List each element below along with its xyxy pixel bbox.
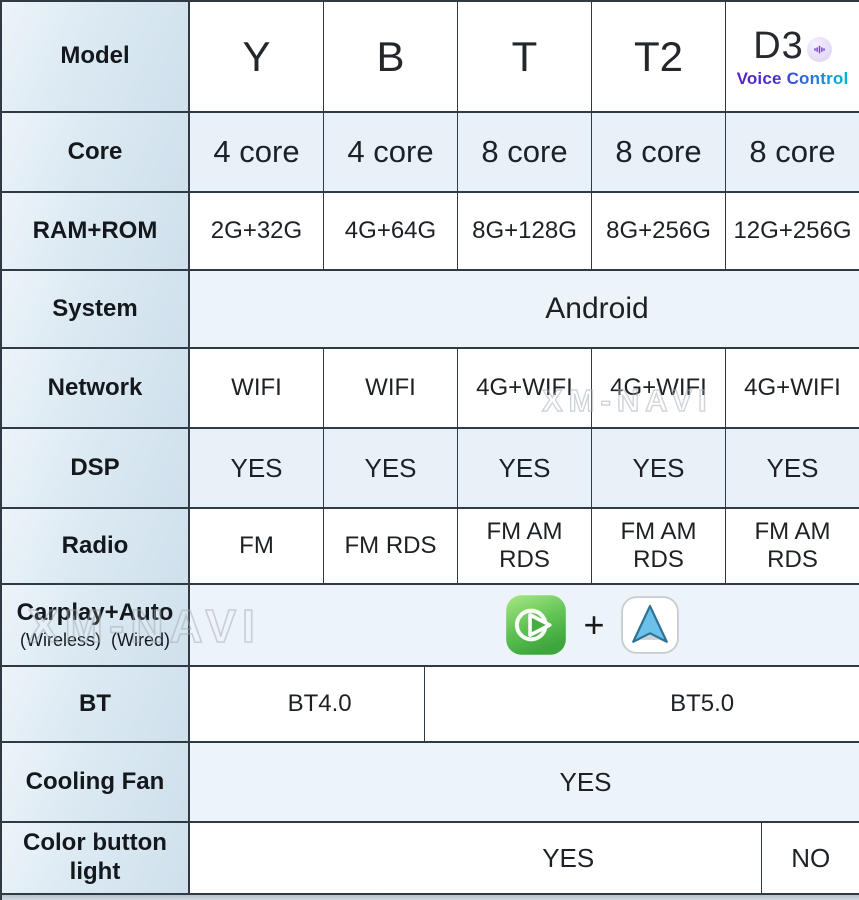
dsp-t: YES <box>457 429 591 507</box>
ram-d3: 12G+256G <box>725 193 859 269</box>
carplay-auto-sublabel: (Wireless) (Wired) <box>20 629 170 650</box>
row-label-system: System <box>2 271 190 347</box>
row-label-cooling-fan: Cooling Fan <box>2 743 190 821</box>
bt-value-left: BT4.0 <box>190 667 425 741</box>
network-t2: 4G+WIFI <box>591 349 725 427</box>
row-carplay-auto: Carplay+Auto (Wireless) (Wired) + <box>2 585 859 667</box>
radio-y: FM <box>190 509 323 583</box>
row-network: Network WIFI WIFI 4G+WIFI 4G+WIFI 4G+WIF… <box>2 349 859 429</box>
core-t: 8 core <box>457 113 591 191</box>
table-bottom-edge <box>2 895 859 900</box>
core-d3: 8 core <box>725 113 859 191</box>
ram-y: 2G+32G <box>190 193 323 269</box>
network-b: WIFI <box>323 349 457 427</box>
dsp-b: YES <box>323 429 457 507</box>
row-color-button-light: Color button light YES NO <box>2 823 859 895</box>
plus-sign: + <box>583 604 605 645</box>
android-auto-app-icon <box>620 596 679 654</box>
model-column-t: T <box>457 2 591 111</box>
row-model: Model Y B T T2 D3 <box>2 2 859 113</box>
color-button-light-left: YES <box>190 823 762 893</box>
dsp-y: YES <box>190 429 323 507</box>
core-t2: 8 core <box>591 113 725 191</box>
d3-title: D3 <box>753 25 832 68</box>
color-button-light-right: NO <box>761 823 859 893</box>
network-t: 4G+WIFI <box>457 349 591 427</box>
row-radio: Radio FM FM RDS FM AM RDS FM AM RDS FM A… <box>2 509 859 585</box>
row-system: System Android <box>2 271 859 349</box>
ram-t: 8G+128G <box>457 193 591 269</box>
network-d3: 4G+WIFI <box>725 349 859 427</box>
network-y: WIFI <box>190 349 323 427</box>
voice-control-tagline: Voice Control <box>736 68 849 88</box>
model-column-t2: T2 <box>591 2 725 111</box>
row-label-color-button-light: Color button light <box>2 823 190 893</box>
core-y: 4 core <box>190 113 323 191</box>
row-ram-rom: RAM+ROM 2G+32G 4G+64G 8G+128G 8G+256G 12… <box>2 193 859 271</box>
model-column-b: B <box>323 2 457 111</box>
row-core: Core 4 core 4 core 8 core 8 core 8 core <box>2 113 859 193</box>
carplay-app-icon <box>506 595 567 655</box>
ram-b: 4G+64G <box>323 193 457 269</box>
row-label-dsp: DSP <box>2 429 190 507</box>
radio-t2: FM AM RDS <box>591 509 725 583</box>
dsp-t2: YES <box>591 429 725 507</box>
ram-t2: 8G+256G <box>591 193 725 269</box>
cooling-fan-value: YES <box>190 743 859 821</box>
row-label-carplay-auto: Carplay+Auto (Wireless) (Wired) <box>2 585 190 665</box>
radio-b: FM RDS <box>323 509 457 583</box>
row-label-ram-rom: RAM+ROM <box>2 193 190 269</box>
carplay-auto-value: + <box>190 585 859 665</box>
row-label-model: Model <box>2 2 190 111</box>
row-label-bt: BT <box>2 667 190 741</box>
row-bt: BT BT4.0 BT5.0 <box>2 667 859 743</box>
dsp-d3: YES <box>725 429 859 507</box>
row-label-radio: Radio <box>2 509 190 583</box>
core-b: 4 core <box>323 113 457 191</box>
model-column-d3: D3 Voice Control <box>725 2 859 111</box>
row-dsp: DSP YES YES YES YES YES <box>2 429 859 509</box>
carplay-auto-label: Carplay+Auto <box>16 598 174 626</box>
voice-control-icon <box>806 36 832 62</box>
radio-d3: FM AM RDS <box>725 509 859 583</box>
model-d3-label: D3 <box>753 24 804 67</box>
radio-t: FM AM RDS <box>457 509 591 583</box>
row-cooling-fan: Cooling Fan YES <box>2 743 859 823</box>
row-label-network: Network <box>2 349 190 427</box>
system-value: Android <box>190 271 859 347</box>
row-label-core: Core <box>2 113 190 191</box>
model-column-y: Y <box>190 2 323 111</box>
bt-value-right: BT5.0 <box>424 667 859 741</box>
